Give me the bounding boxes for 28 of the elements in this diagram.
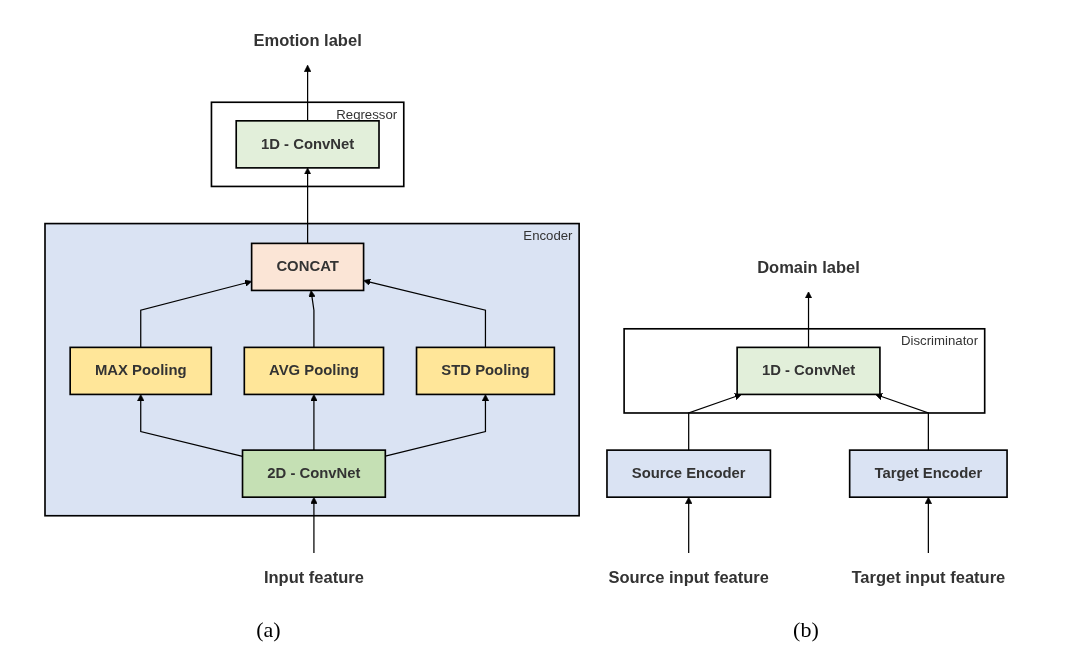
node-box: 1D - ConvNet bbox=[736, 346, 881, 395]
arrow bbox=[308, 289, 316, 348]
arrow bbox=[685, 496, 693, 553]
arrow bbox=[140, 279, 252, 348]
arrow bbox=[310, 393, 318, 451]
arrow bbox=[875, 392, 929, 451]
node-box: Target Encoder bbox=[848, 448, 1008, 498]
node-text: Target input feature bbox=[851, 568, 1006, 587]
arrow bbox=[304, 64, 312, 121]
arrow bbox=[304, 167, 312, 244]
node-box: Source Encoder bbox=[606, 448, 772, 498]
node-text: Emotion label bbox=[253, 30, 362, 49]
arrow bbox=[804, 290, 813, 348]
node-text: Source input feature bbox=[608, 568, 769, 587]
panel-label: (b) bbox=[793, 617, 819, 644]
panel-label: (a) bbox=[256, 617, 281, 644]
node-box: CONCAT bbox=[250, 242, 365, 291]
arrow bbox=[924, 496, 932, 553]
node-box: MAX Pooling bbox=[69, 346, 213, 395]
node-box: STD Pooling bbox=[415, 346, 556, 395]
node-box: 1D - ConvNet bbox=[235, 119, 380, 169]
node-box: AVG Pooling bbox=[243, 346, 385, 395]
node-text: Input feature bbox=[263, 568, 364, 587]
arrow bbox=[363, 278, 487, 348]
node-box: 2D - ConvNet bbox=[241, 448, 387, 498]
arrow bbox=[310, 496, 318, 553]
arrow bbox=[688, 392, 742, 451]
node-text: Domain label bbox=[757, 257, 860, 276]
